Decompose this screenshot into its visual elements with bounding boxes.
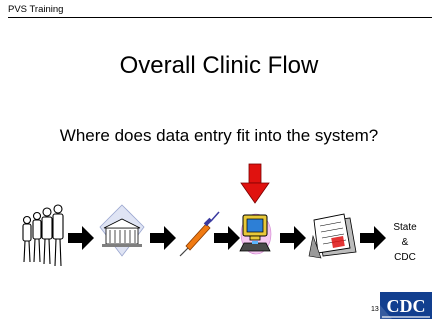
syringe-icon (179, 211, 220, 257)
flow-arrow-1 (68, 226, 94, 250)
flow-arrow-4 (280, 226, 306, 250)
header-rule (8, 17, 432, 18)
flow-arrow-5 (360, 226, 386, 250)
slide-title: Overall Clinic Flow (119, 52, 319, 79)
destination-line-2: & (401, 237, 409, 248)
people-queue-icon (22, 204, 64, 267)
slide-subtitle: Where does data entry fit into the syste… (59, 126, 379, 145)
page-number: 13 (371, 306, 379, 313)
clinic-building-icon (99, 204, 145, 257)
computer-icon (239, 213, 272, 255)
header-label: PVS Training (8, 4, 64, 15)
cdc-logo: CDC (380, 292, 432, 319)
data-entry-pointer-arrow (240, 163, 270, 204)
flow-arrow-2 (150, 226, 176, 250)
svg-text:CDC: CDC (387, 296, 426, 316)
documents-icon (308, 213, 357, 259)
destination-line-3: CDC (394, 252, 416, 263)
flow-arrow-3 (214, 226, 240, 250)
destination-label: State & CDC (386, 220, 424, 265)
destination-line-1: State (393, 222, 417, 233)
